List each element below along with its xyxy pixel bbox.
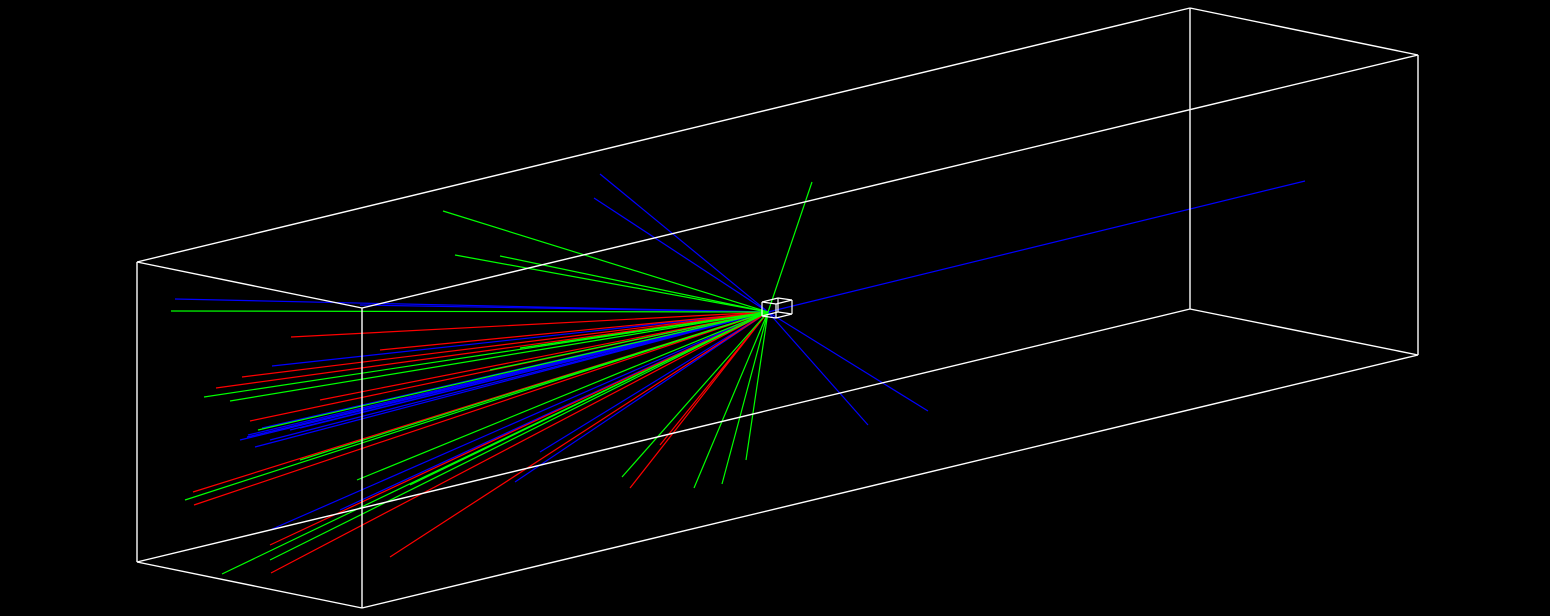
green-track — [170, 310, 769, 313]
green-track — [442, 210, 769, 313]
detector-edge — [1189, 308, 1419, 356]
green-track — [745, 311, 769, 461]
blue-track — [767, 311, 929, 412]
detector-edge — [361, 54, 1419, 309]
target-edge — [775, 299, 793, 305]
green-track — [621, 311, 769, 478]
red-track — [629, 311, 769, 489]
blue-track — [514, 311, 769, 483]
target-edge — [761, 301, 777, 305]
green-track — [229, 311, 769, 402]
detector-edge — [1189, 7, 1419, 56]
green-track — [269, 311, 769, 561]
green-track — [409, 311, 769, 486]
target-edge — [761, 315, 777, 319]
green-track-group — [170, 181, 813, 575]
blue-track — [271, 311, 769, 367]
target-edge — [761, 297, 779, 303]
blue-track — [767, 311, 869, 426]
target-edge — [761, 311, 779, 317]
blue-track — [359, 304, 769, 313]
red-track — [269, 311, 769, 546]
detector-edge — [136, 561, 363, 609]
red-track-group — [192, 311, 769, 574]
green-track — [519, 311, 769, 349]
green-track — [489, 311, 769, 371]
red-track — [659, 311, 769, 446]
detector-edge — [136, 308, 1191, 563]
blue-track — [269, 311, 769, 531]
green-track — [693, 311, 769, 489]
detector-volume-outline — [136, 7, 1419, 609]
green-track — [356, 311, 769, 481]
green-track — [299, 311, 769, 461]
red-track — [379, 311, 769, 351]
red-track — [290, 311, 769, 338]
blue-track — [593, 197, 769, 313]
blue-track — [269, 311, 769, 441]
blue-track — [767, 180, 1306, 313]
blue-track — [599, 173, 769, 313]
red-track — [241, 311, 769, 378]
detector-edge — [136, 7, 1191, 263]
blue-track-group — [174, 173, 1306, 531]
green-track — [257, 311, 769, 431]
red-track — [319, 311, 769, 401]
green-track — [721, 311, 769, 485]
green-track — [499, 255, 769, 313]
target-edge — [777, 297, 793, 301]
red-track — [193, 311, 769, 506]
blue-track — [539, 311, 769, 453]
red-track — [389, 311, 769, 558]
green-track — [767, 181, 813, 313]
target-edge — [777, 311, 793, 315]
red-track — [215, 311, 769, 389]
green-track — [454, 254, 769, 313]
target-cube-outline — [761, 297, 793, 319]
target-edge — [775, 313, 793, 319]
detector-edge — [361, 354, 1419, 609]
detector-edge — [136, 261, 363, 309]
red-track — [270, 311, 769, 574]
blue-track — [299, 311, 769, 429]
